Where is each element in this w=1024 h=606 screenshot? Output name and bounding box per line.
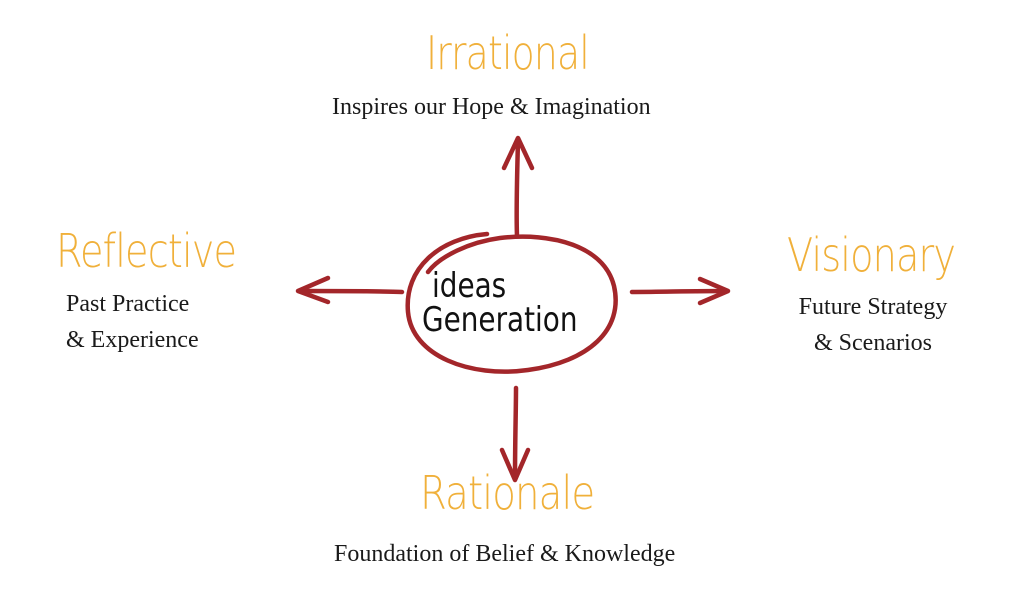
- arrow-left-head: [295, 275, 331, 305]
- reflective-description-line2: & Experience: [66, 327, 199, 353]
- visionary-description-line1: Future Strategy: [798, 294, 948, 320]
- arrow-up-head: [501, 135, 535, 171]
- reflective-description-line1: Past Practice: [66, 291, 190, 317]
- arrow-down: [512, 385, 519, 481]
- arrow-left: [297, 288, 405, 295]
- irrational-description: Inspires our Hope & Imagination: [332, 94, 651, 120]
- rationale-heading: Rationale: [420, 466, 595, 520]
- visionary-description-line2: & Scenarios: [814, 330, 932, 356]
- visionary-heading: Visionary: [787, 228, 956, 282]
- center-label-line2: Generation: [422, 300, 578, 340]
- center-label-line1: ideas: [432, 266, 507, 306]
- reflective-heading: Reflective: [56, 224, 237, 278]
- reflective-description: Past Practice & Experience: [66, 286, 199, 358]
- irrational-heading: Irrational: [426, 26, 590, 80]
- center-circle: [405, 231, 618, 374]
- arrow-up: [514, 137, 521, 239]
- arrow-down-head: [499, 447, 531, 483]
- arrow-right-head: [697, 276, 731, 306]
- arrow-right: [629, 288, 729, 295]
- visionary-description: Future Strategy & Scenarios: [792, 289, 954, 361]
- rationale-description: Foundation of Belief & Knowledge: [334, 541, 676, 567]
